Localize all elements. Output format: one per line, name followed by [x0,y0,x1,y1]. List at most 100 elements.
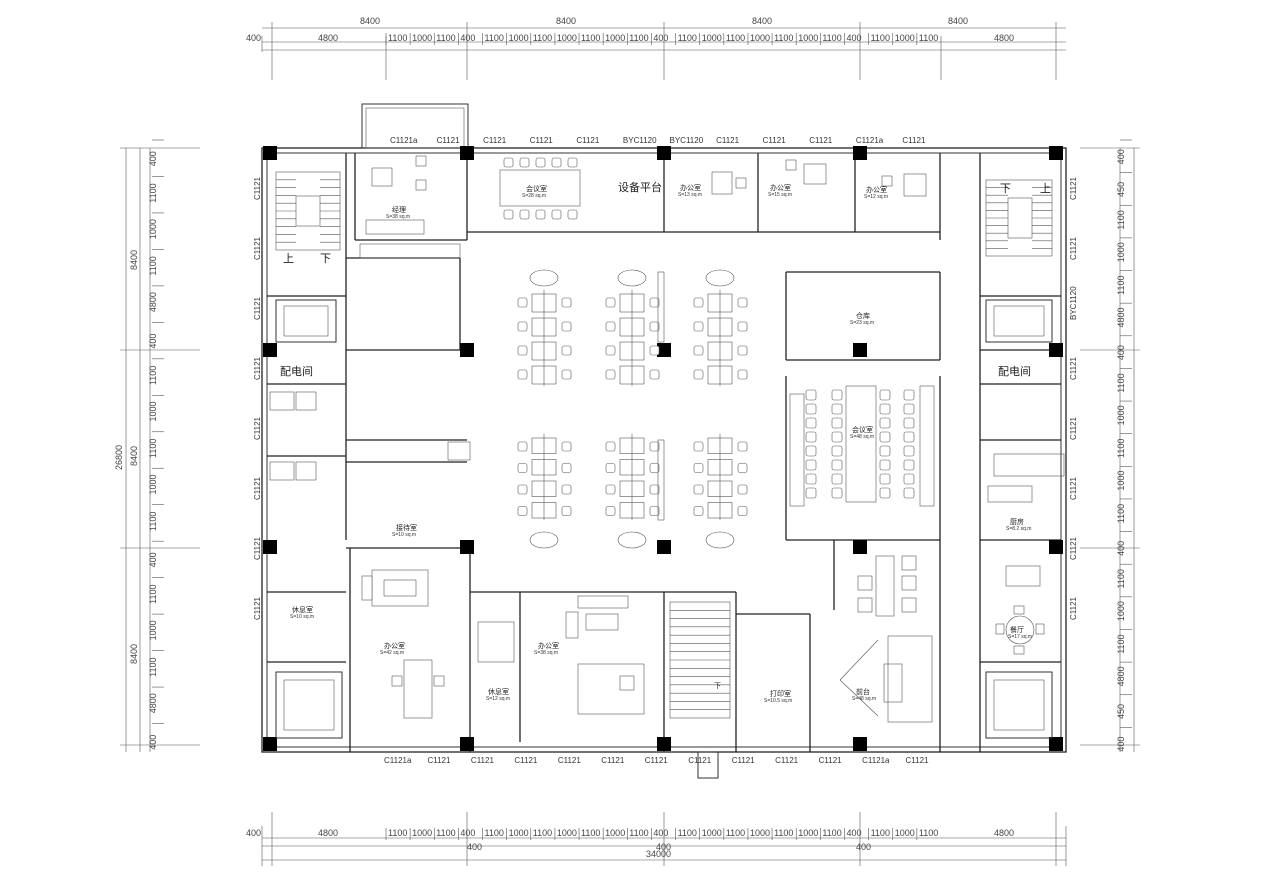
dim-label: 1100 [678,828,697,838]
dim-label: 1100 [533,33,552,43]
window-tag: C1121 [253,296,262,320]
dim-label: 400 [846,828,861,838]
dim-label: 1000 [148,620,158,640]
left-major-3: 8400 [129,644,139,664]
window-tag: C1121 [1069,236,1078,260]
dim-label: 1100 [533,828,552,838]
dim-label: 1000 [750,828,770,838]
dim-label: 1100 [822,828,841,838]
column [1049,540,1063,554]
room-area-office2: S=15 sq.m [768,192,792,198]
room-area-reception-desk: S=10 sq.m [392,532,416,538]
right-stair-down-label: 下 [1000,182,1011,195]
dim-label: 1000 [1116,471,1126,491]
dim-label: 400 [1116,737,1126,752]
dim-label: 400 [460,828,475,838]
room-name-pantry: 厨房 [1010,517,1024,526]
bottom-small-dims: 1100 1000 1100 400 1100 1000 1100 1000 1100 1000 1… [385,828,938,840]
dim-label: 1100 [148,439,158,458]
left-major-2: 8400 [129,446,139,466]
window-tag: BYC1120 [670,136,704,145]
window-tag: C1121a [862,756,890,765]
window-tag: C1121 [763,136,787,145]
room-name-office1: 办公室 [680,183,701,192]
dim-label: 1100 [774,33,793,43]
lower-middle-office-furniture [565,595,645,715]
column [460,540,474,554]
window-tag: C1121 [471,756,495,765]
dim-label: 1000 [1116,405,1126,425]
window-tag: C1121 [514,756,538,765]
dim-label: 1000 [798,828,818,838]
bottom-half-dim-3: 400 [856,842,871,852]
dim-label: 400 [1116,149,1126,164]
window-tag: C1121 [688,756,712,765]
window-tag: C1121a [384,756,412,765]
window-tag: BYC1120 [1069,286,1078,320]
dim-label: 1100 [871,828,890,838]
column [657,146,671,160]
total-width: 34000 [646,849,671,859]
room-area-office3: S=12 sq.m [864,194,888,200]
window-tag: C1121 [732,756,756,765]
dim-label: 1000 [509,828,529,838]
left-dimension-lines [120,147,200,752]
dim-label: 1000 [605,33,625,43]
dim-label: 1000 [895,828,915,838]
dim-label: 1100 [485,33,504,43]
room-name-meeting-top: 会议室 [526,184,547,193]
top-dim-4800-left: 4800 [318,33,338,43]
window-tag: C1121 [437,136,461,145]
left-major-1: 8400 [129,250,139,270]
column [1049,737,1063,751]
column [657,343,671,357]
room-area-office-b: S=38 sq.m [534,650,558,656]
dim-label: 1100 [1116,569,1126,588]
dim-label: 1100 [148,183,158,202]
structural-columns [263,146,1063,751]
top-dim-4800-right: 4800 [994,33,1014,43]
dim-label: 1000 [1116,242,1126,262]
dim-label: 1100 [1116,634,1126,653]
dim-label: 1100 [485,828,504,838]
dim-label: 1000 [509,33,529,43]
column [263,146,277,160]
column [263,737,277,751]
right-stair [985,179,1053,257]
elevators [275,299,1053,739]
dim-label: 1000 [148,219,158,239]
window-tag: C1121 [576,136,600,145]
room-name-service: 设备平台 [618,180,662,194]
dim-label: 1100 [1116,373,1126,392]
dim-label: 1100 [822,33,841,43]
room-name-dining: 餐厅 [1010,625,1024,634]
room-name-storage-right: 仓库 [856,311,870,320]
dim-label: 1100 [1116,439,1126,458]
bottom-half-dim-1: 400 [467,842,482,852]
dim-label: 1100 [388,828,407,838]
column [853,540,867,554]
window-tag: C1121 [601,756,625,765]
left-stair-down-label: 下 [320,252,331,265]
dim-label: 1100 [436,33,455,43]
window-tag: C1121 [253,536,262,560]
dim-label: 1100 [919,828,938,838]
dim-label: 1100 [581,33,600,43]
dim-label: 1100 [581,828,600,838]
column [263,540,277,554]
column [657,737,671,751]
dim-label: 400 [653,828,668,838]
dim-label: 1100 [1116,210,1126,229]
toilets-left [269,391,471,481]
dim-label: 1000 [605,828,625,838]
room-name-office-a: 办公室 [384,641,405,650]
room-area-meeting-big: S=48 sq.m [850,434,874,440]
dim-label: 1100 [148,657,158,676]
window-tag: C1121 [253,596,262,620]
dim-label: 4800 [148,693,158,713]
dim-label: 1100 [388,33,407,43]
window-tag: BYC1120 [623,136,657,145]
dim-label: 4800 [1116,307,1126,327]
